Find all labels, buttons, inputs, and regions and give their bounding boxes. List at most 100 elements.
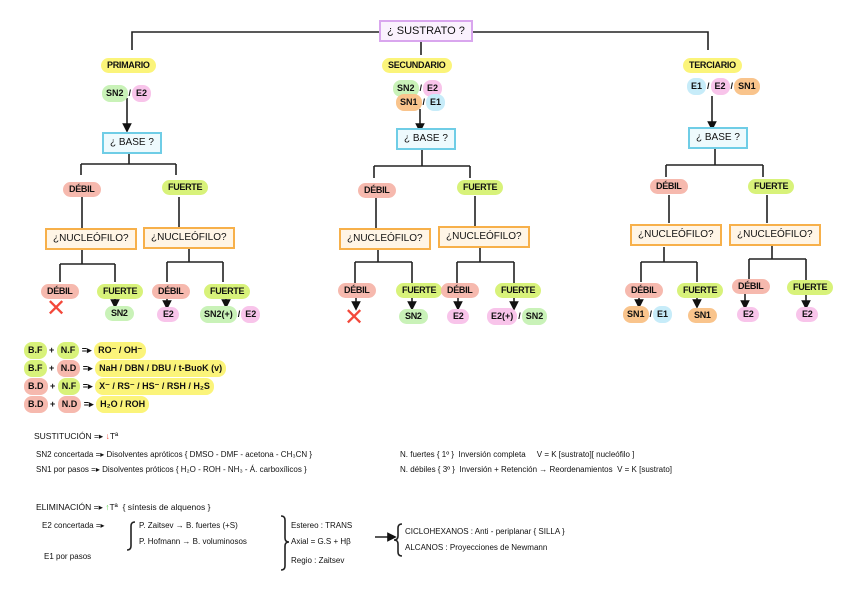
nucleofilo-question-text: ¿NUCLEÓFILO? [347,233,423,244]
mechanism-name: SN1 por pasos [36,465,89,474]
condition-regio: Regio : Zaitsev [291,556,345,565]
terciario-bf-nd-label: DÉBIL [732,279,770,294]
solvent-note: Disolventes apróticos { DMSO - DMF - ace… [106,450,313,459]
secundario-bf-nf-label: FUERTE [495,283,542,298]
arrow-up-icon: ↑ [105,502,110,512]
eliminacion-title-text: ELIMINACIÓN =▸ [36,502,103,512]
eliminacion-title: ELIMINACIÓN =▸ ↑Tª { síntesis de alqueno… [36,502,210,513]
reagents: X⁻ / RS⁻ / HS⁻ / RSH / H₂S [95,378,214,395]
base-question-text: ¿ BASE ? [110,137,154,148]
e1-label: E1 por pasos [44,552,92,561]
terciario-bf-nf-result: E2 [796,307,819,322]
sn2-row-details: N. fuertes { 1º } Inversión completa V =… [400,450,634,460]
mechanism-sn2: SN2 [102,85,128,102]
secundario-bf-nd-result: E2 [447,309,470,324]
no-reaction-cross-icon: ✕ [46,295,67,322]
rate-law: V = K [sustrato] [617,465,672,474]
e2-label: E2 concertada =▸ [42,521,105,530]
condition-estereo: Estereo : TRANS [291,521,353,530]
implies-arrow-icon: =▸ [83,399,94,409]
implies-arrow-icon: =▸ [81,345,92,355]
no-reaction-cross-icon: ✕ [344,304,365,331]
terciario-label: TERCIARIO [683,58,742,73]
product-zaitsev: P. Zaitsev → B. fuertes (+S) [139,521,238,530]
terciario-bf-nd-result: E2 [737,307,760,322]
solvent-note: Disolventes próticos { H₂O - ROH - NH₃ -… [102,465,307,474]
eliminacion-subtitle: { síntesis de alquenos } [122,502,211,512]
base-tag: B.F [24,342,47,359]
terciario-mechanisms: E1/E2/SN1 [687,78,760,95]
mechanism-e1: E1 [687,78,707,95]
reagents: RO⁻ / OH⁻ [94,342,147,359]
mechanism-name: SN2 concertada [36,450,94,459]
implies-arrow-icon: =▸ [82,381,93,391]
sn1-row: SN1 por pasos =▸ Disolventes próticos { … [36,465,307,475]
terciario-bd-nf-result: SN1 [688,308,717,323]
result-e2: E2 [241,306,261,323]
nucleofilo-question-text: ¿NUCLEÓFILO? [638,229,714,240]
sn1-row-details: N. débiles { 3º } Inversión + Retención … [400,465,672,475]
secundario-label: SECUNDARIO [382,58,452,73]
secundario-base-fuerte: FUERTE [457,180,504,195]
sustrato-question-box: ¿ SUSTRATO ? [379,20,473,42]
sustitucion-title: SUSTITUCIÓN =▸ ↓Tª [34,431,118,442]
temperature-label: Tª [109,431,119,441]
terciario-bd-nf-label: FUERTE [677,283,724,298]
sn2-row: SN2 concertada =▸ Disolventes apróticos … [36,450,312,460]
nucleophile-tag: N.F [56,342,80,359]
mechanism-sn1: SN1 [734,78,760,95]
result-e1: E1 [653,306,673,323]
terciario-debil-nucleofilo-question: ¿NUCLEÓFILO? [630,224,722,246]
nucleophile-tag: N.F [57,378,81,395]
implies-arrow-icon: =▸ [82,363,93,373]
nucleophile-tag: N.D [57,396,82,413]
nucleofilo-question-text: ¿NUCLEÓFILO? [53,233,129,244]
mechanism-sn2: SN2 [393,80,419,97]
secundario-bd-nd-label: DÉBIL [338,283,376,298]
secundario-mechanisms-2: SN1/E1 [396,94,446,111]
terciario-bd-nd-result: SN1/E1 [623,306,673,323]
terciario-bf-nf-label: FUERTE [787,280,834,295]
stereo-note: Inversión + Retención → Reordenamientos [459,465,613,474]
result-sn2-plus: SN2(+) [200,306,237,323]
nucleofilo-question-text: ¿NUCLEÓFILO? [151,232,227,243]
nucleophile-tag: N.D [56,360,81,377]
base-tag: B.D [24,378,48,395]
nucleophile-note: N. fuertes { 1º } [400,450,455,459]
primario-bd-nd-label: DÉBIL [41,284,79,299]
secundario-base-question: ¿ BASE ? [396,128,456,150]
terciario-base-question: ¿ BASE ? [688,127,748,149]
nucleophile-note: N. débiles { 3º } [400,465,455,474]
rate-law: V = K [sustrato][ nucleófilo ] [536,450,635,459]
secundario-debil-nucleofilo-question: ¿NUCLEÓFILO? [339,228,431,250]
primario-bd-nf-result: SN2 [105,306,134,321]
secundario-bf-nf-result: E2(+)/SN2 [487,308,548,325]
combination-row: B.F + N.D =▸ NaH / DBN / DBU / t-BuoK (v… [24,360,227,377]
primario-mechanisms: SN2/E2 [102,85,152,102]
result-sn1: SN1 [623,306,649,323]
secundario-mechanisms-1: SN2/E2 [393,80,443,97]
secundario-fuerte-nucleofilo-question: ¿NUCLEÓFILO? [438,226,530,248]
implies-arrow-icon: =▸ [91,465,100,474]
primario-base-question: ¿ BASE ? [102,132,162,154]
base-question-text: ¿ BASE ? [696,132,740,143]
terciario-base-debil: DÉBIL [650,179,688,194]
sustrato-question-text: ¿ SUSTRATO ? [387,25,465,37]
base-tag: B.D [24,396,48,413]
reagents: H₂O / ROH [96,396,150,413]
stereo-note: Inversión completa [458,450,526,459]
implies-arrow-icon: =▸ [95,450,105,459]
result-e2-plus: E2(+) [487,308,518,325]
nucleofilo-question-text: ¿NUCLEÓFILO? [446,231,522,242]
secundario-bf-nd-label: DÉBIL [441,283,479,298]
primario-bd-nf-label: FUERTE [97,284,144,299]
mechanism-sn1: SN1 [396,94,422,111]
primario-label: PRIMARIO [101,58,156,73]
mechanism-e2: E2 [710,78,730,95]
primario-bf-nd-result: E2 [157,307,180,322]
primario-base-fuerte: FUERTE [162,180,209,195]
mechanism-e2: E2 [423,80,443,97]
primario-bf-nf-label: FUERTE [204,284,251,299]
primario-fuerte-nucleofilo-question: ¿NUCLEÓFILO? [143,227,235,249]
primario-debil-nucleofilo-question: ¿NUCLEÓFILO? [45,228,137,250]
